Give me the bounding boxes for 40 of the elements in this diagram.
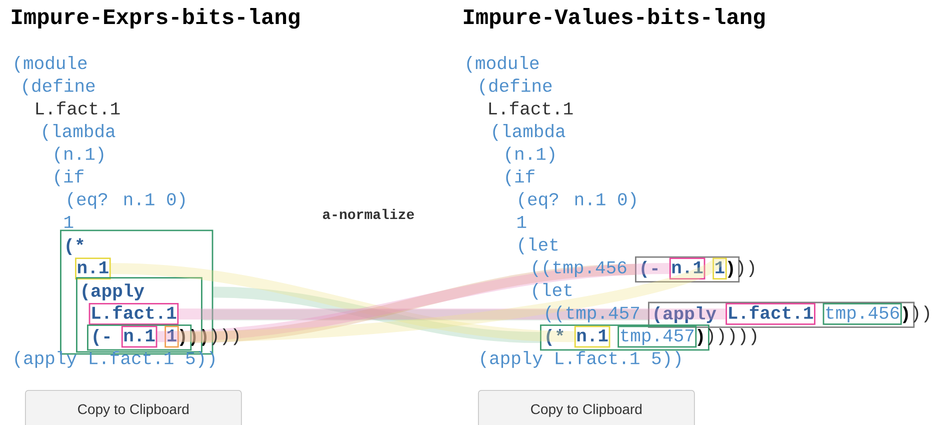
code-line: ((tmp.456 <box>533 260 626 278</box>
code-line: (if <box>55 169 84 186</box>
code-line: (eq? n.1 0) <box>519 192 636 209</box>
code-line: (let <box>519 238 558 254</box>
highlighted-token: n.1 <box>121 326 158 348</box>
code-line: (define <box>23 78 95 96</box>
code-line: (define <box>480 78 552 96</box>
highlighted-token: n.1 <box>75 258 111 280</box>
copy-button: Copy to Clipboard <box>478 390 695 425</box>
code-line: 1 <box>518 216 526 228</box>
highlighted-token: n.1 <box>669 258 706 280</box>
highlighted-token: L.fact.1 <box>88 303 179 325</box>
code-line: L.fact.1 <box>36 101 120 115</box>
closing-parens: ))) <box>212 328 238 346</box>
code-line: (let <box>533 282 572 300</box>
highlighted-token: tmp.457 <box>618 326 697 348</box>
ribbon-connector <box>110 263 575 342</box>
code-line: (apply L.fact.1 5)) <box>481 351 680 368</box>
code-line: (eq? n.1 0) <box>68 192 185 209</box>
code-line: ((tmp.457 <box>546 306 639 322</box>
code-line: 1 <box>64 216 74 228</box>
ribbon-connector <box>213 286 540 344</box>
code-line: (lambda <box>493 124 566 141</box>
copy-button: Copy to Clipboard <box>25 390 242 425</box>
code-line: (module <box>467 56 539 73</box>
highlighted-token: 1 <box>712 258 727 280</box>
code-line: (n.1) <box>55 146 104 164</box>
highlighted-token: tmp.456 <box>822 303 902 325</box>
panel-title: Impure-Exprs-bits-lang <box>12 8 300 29</box>
code-line: (module <box>15 56 87 73</box>
code-line: (lambda <box>43 124 116 141</box>
transform-label: a-normalize <box>322 208 414 220</box>
panel-title: Impure-Values-bits-lang <box>464 8 765 29</box>
highlighted-token: n.1 <box>574 326 610 348</box>
code-line: (n.1) <box>506 146 554 164</box>
ribbon-connector <box>178 308 726 320</box>
code-line: (if <box>506 169 534 186</box>
code-line: L.fact.1 <box>489 101 573 115</box>
highlighted-token: 1 <box>164 326 179 348</box>
highlighted-token: L.fact.1 <box>726 303 816 325</box>
